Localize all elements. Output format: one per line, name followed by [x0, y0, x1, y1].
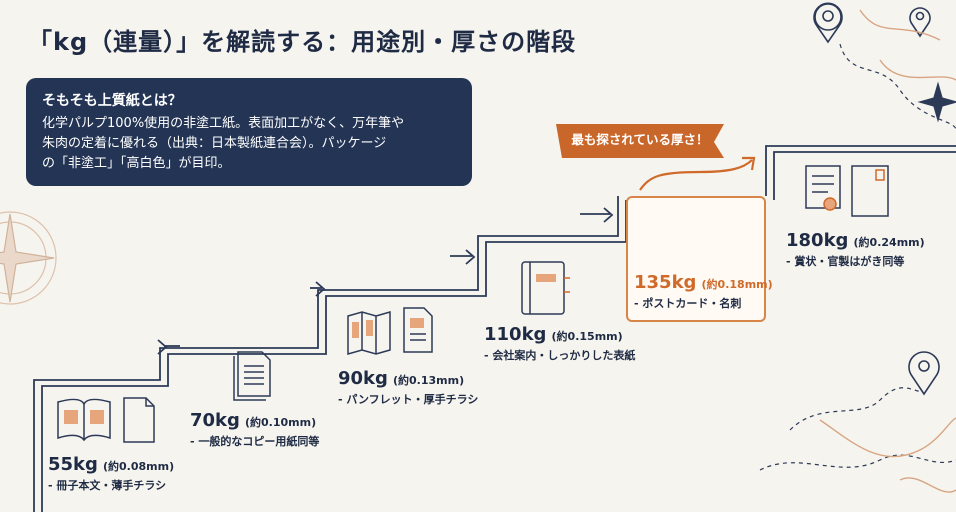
step-weight: 90kg — [338, 368, 388, 389]
popular-badge: 最も探されている厚さ！ — [571, 132, 709, 147]
map-pin-icon — [909, 7, 931, 38]
step-thickness: (約0.08mm) — [103, 460, 175, 473]
step-thickness: (約0.15mm) — [551, 330, 623, 343]
postcard-icon — [851, 165, 889, 217]
step-thickness: (約0.13mm) — [393, 374, 465, 387]
open-book-icon — [57, 398, 111, 442]
staircase — [33, 145, 956, 512]
step-135kg: 135kg (約0.18mm) - ポストカード・名刺 — [634, 272, 773, 311]
highlight-arrow — [639, 156, 756, 191]
route-line — [759, 43, 956, 471]
step-180kg: 180kg (約0.24mm) - 賞状・官製はがき同等 — [786, 230, 925, 269]
step-70kg: 70kg (約0.10mm) - 一般的なコピー用紙同等 — [190, 410, 319, 449]
step-thickness: (約0.24mm) — [853, 236, 925, 249]
certificate-icon — [805, 165, 841, 211]
map-pin-icon — [813, 2, 843, 44]
paper-stack-icon — [233, 351, 271, 401]
compass-icon — [0, 211, 57, 305]
step-weight: 70kg — [190, 410, 240, 431]
step-arrow — [157, 207, 614, 355]
map-pin-icon — [908, 351, 940, 396]
info-line: 朱肉の定着に優れる（出典：日本製紙連合会）。パッケージ — [42, 136, 387, 151]
step-use: - 会社案内・しっかりした表紙 — [484, 349, 636, 362]
compass-icon — [917, 81, 956, 123]
step-weight: 110kg — [484, 324, 547, 345]
step-55kg: 55kg (約0.08mm) - 冊子本文・薄手チラシ — [48, 454, 174, 493]
step-weight: 55kg — [48, 454, 98, 475]
page-title: 「kg（連量）」を解読する：用途別・厚さの階段 — [28, 28, 577, 56]
info-box: そもそも上質紙とは？ 化学パルプ100%使用の非塗工紙。表面加工がなく、万年筆や… — [26, 78, 472, 186]
step-thickness: (約0.10mm) — [245, 416, 317, 429]
step-use: - 賞状・官製はがき同等 — [786, 255, 905, 268]
step-90kg: 90kg (約0.13mm) - パンフレット・厚手チラシ — [338, 368, 478, 407]
highlight-card — [626, 196, 766, 322]
step-use: - 一般的なコピー用紙同等 — [190, 435, 320, 448]
step-use: - 冊子本文・薄手チラシ — [48, 479, 167, 492]
info-heading: そもそも上質紙とは？ — [42, 93, 182, 109]
step-weight: 135kg — [634, 272, 697, 293]
document-icon — [123, 397, 155, 443]
route-line — [819, 9, 956, 493]
badge-shape — [556, 124, 724, 158]
notebook-icon — [521, 261, 570, 315]
brochure-icon — [347, 307, 433, 355]
step-use: - ポストカード・名刺 — [634, 297, 742, 310]
step-weight: 180kg — [786, 230, 849, 251]
info-line: の「非塗工」「高白色」が目印。 — [42, 156, 231, 171]
info-line: 化学パルプ100%使用の非塗工紙。表面加工がなく、万年筆や — [42, 116, 405, 131]
step-110kg: 110kg (約0.15mm) - 会社案内・しっかりした表紙 — [484, 324, 635, 363]
step-use: - パンフレット・厚手チラシ — [338, 393, 479, 406]
step-thickness: (約0.18mm) — [701, 278, 773, 291]
